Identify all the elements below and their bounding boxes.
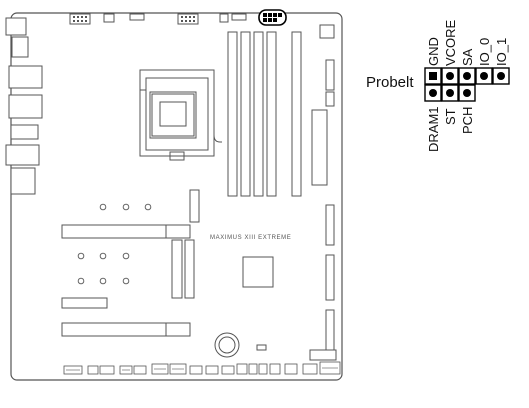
side-header	[325, 59, 335, 91]
rear-io-block	[5, 144, 40, 166]
pin-io0-center	[480, 72, 488, 80]
pin-vcore-center	[446, 72, 454, 80]
pin-label-pch: PCH	[460, 106, 475, 134]
bottom-header	[133, 365, 147, 375]
top-header	[319, 24, 335, 39]
dimm-slot	[227, 31, 238, 197]
rear-io-group	[5, 17, 43, 195]
pcie-x1-slot	[61, 297, 108, 309]
probelt-header-pins	[424, 67, 510, 102]
pin-label-gnd: GND	[426, 37, 441, 66]
probelt-location-pins	[263, 13, 282, 22]
m2-slot	[189, 189, 200, 223]
cmos-battery	[214, 332, 240, 358]
bottom-header-pins	[66, 367, 338, 371]
bottom-header	[221, 365, 235, 375]
m2-socket	[184, 239, 195, 299]
bottom-header	[99, 365, 115, 375]
bottom-header	[258, 363, 268, 375]
pin-st-center	[446, 89, 454, 97]
bottom-header	[205, 365, 219, 375]
pin-sa-center	[463, 72, 471, 80]
pin-label-io1: IO_1	[494, 37, 509, 66]
dimm-slot	[266, 31, 277, 197]
top-header	[231, 13, 247, 21]
m2-sockets	[171, 239, 195, 299]
pin-label-sa: SA	[460, 48, 475, 66]
dimm-slots	[227, 31, 302, 197]
rear-io-block	[11, 36, 29, 58]
rear-io-block	[8, 94, 43, 119]
dimm-slot	[240, 31, 251, 197]
right-connectors	[309, 59, 337, 361]
side-header	[309, 349, 337, 361]
pin-io1-center	[497, 72, 505, 80]
side-header	[325, 91, 335, 107]
pin-dram1-center	[429, 89, 437, 97]
pcie-slot-latch	[165, 322, 191, 337]
side-header	[325, 254, 335, 301]
cpu-power-connector	[177, 13, 199, 25]
dimm-slot	[291, 31, 302, 197]
pcie-slots	[61, 224, 191, 337]
top-header	[103, 13, 115, 23]
top-header	[129, 13, 145, 21]
pin-label-io0: IO_0	[477, 37, 492, 66]
m2-standoffs	[77, 203, 152, 285]
pin-label-vcore: VCORE	[443, 19, 458, 66]
top-header	[219, 13, 229, 23]
cpu-power-connector	[69, 13, 91, 25]
pin-label-st: ST	[443, 108, 458, 125]
side-header	[325, 204, 335, 246]
pin-pch-center	[463, 89, 471, 97]
bottom-header	[87, 365, 99, 375]
bottom-header	[189, 365, 203, 375]
rear-io-block	[10, 124, 39, 140]
bottom-header	[236, 363, 248, 375]
small-header	[256, 344, 267, 351]
m2-socket	[171, 239, 183, 299]
cpu-socket	[139, 69, 222, 161]
top-connectors	[69, 13, 335, 39]
bottom-header	[284, 363, 298, 375]
probelt-label: Probelt	[366, 74, 414, 91]
dimm-slot	[253, 31, 264, 197]
rear-io-block	[10, 167, 36, 195]
pin-gnd-center	[429, 72, 437, 80]
chipset	[242, 256, 274, 288]
pcie-slot-latch	[165, 224, 191, 239]
bottom-header	[302, 363, 318, 375]
rear-io-block	[5, 17, 27, 36]
bottom-header	[269, 363, 281, 375]
bottom-header	[248, 363, 258, 375]
connector-pins	[73, 16, 195, 22]
atx-power-connector	[311, 109, 328, 186]
board-model-text: MAXIMUS XIII EXTREME	[210, 235, 292, 241]
rear-io-block	[8, 65, 43, 89]
pin-label-dram1: DRAM1	[426, 106, 441, 152]
